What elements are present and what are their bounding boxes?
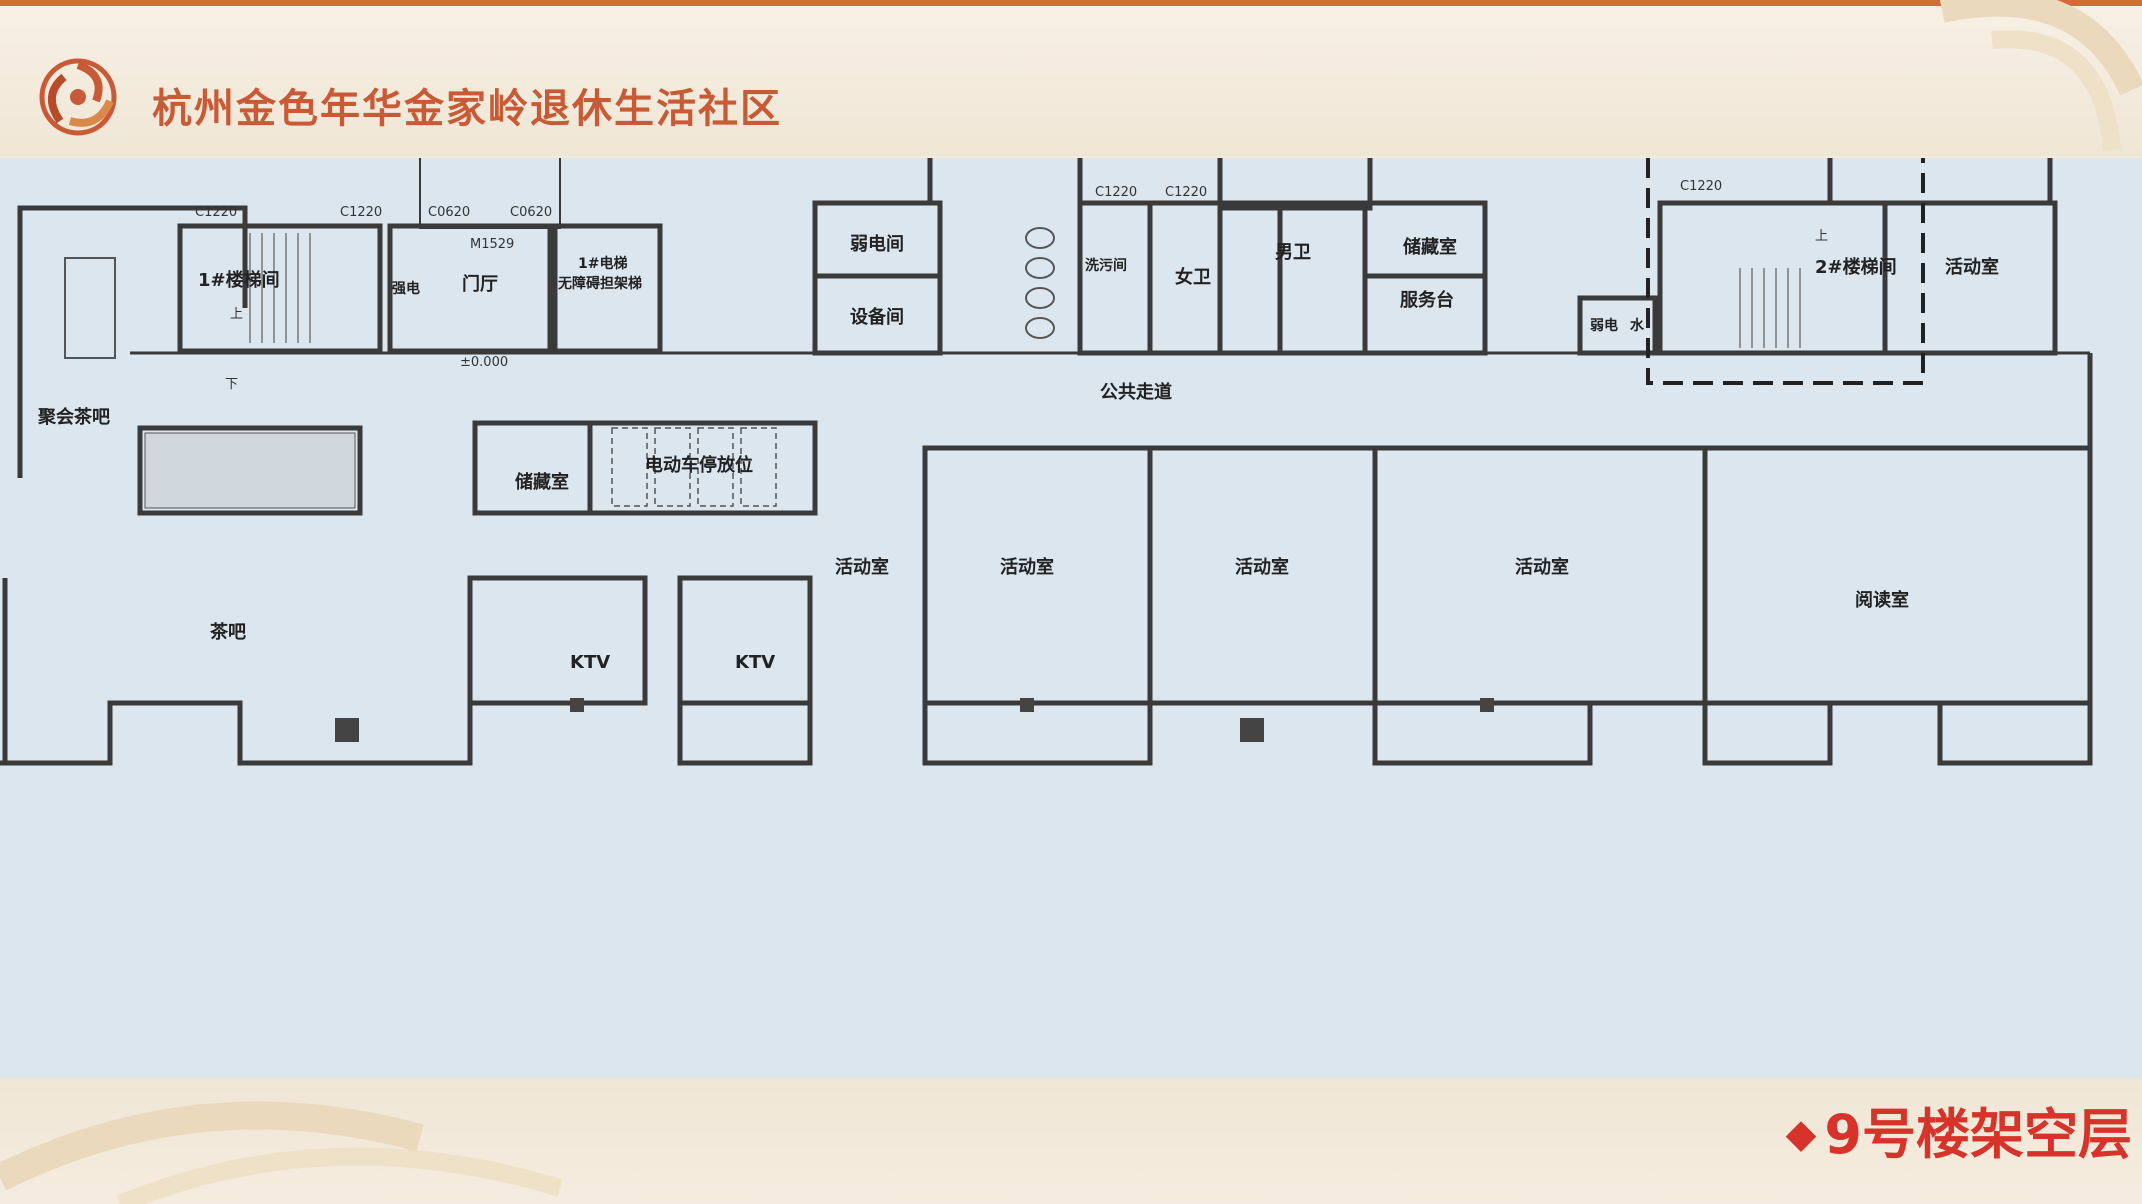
- label-womens-wc: 女卫: [1175, 266, 1211, 288]
- label-ebike: 电动车停放位: [645, 454, 753, 476]
- label-ktv1: KTV: [570, 652, 610, 673]
- label-ktv2: KTV: [735, 652, 775, 673]
- stair1-treads: [249, 233, 311, 343]
- label-mens-wc: 男卫: [1275, 242, 1311, 263]
- label-activity2: 活动室: [1000, 556, 1054, 578]
- structural-columns: [335, 698, 1494, 742]
- label-lobby: 门厅: [462, 273, 498, 295]
- floor-plan-drawing: 1#楼梯间 1#电梯 无障碍担架梯 门厅 强电 弱电间 设备间 洗污间 女卫 男…: [0, 158, 2093, 766]
- label-sewage: 洗污间: [1085, 257, 1127, 274]
- top-accent-bar: [0, 0, 2142, 6]
- floor-plan: 1#楼梯间 1#电梯 无障碍担架梯 门厅 强电 弱电间 设备间 洗污间 女卫 男…: [0, 158, 2142, 1078]
- plan-walls: [0, 158, 2093, 766]
- tag-c0620-a: C0620: [428, 205, 470, 220]
- floor-label: ◆9号楼架空层: [1786, 1090, 2132, 1169]
- label-activity3: 活动室: [1235, 556, 1289, 578]
- tag-c1220-c: C1220: [1095, 185, 1137, 200]
- label-storage-top: 储藏室: [1402, 236, 1457, 258]
- page-title: 杭州金色年华金家岭退休生活社区: [152, 85, 782, 132]
- label-storage-mid: 储藏室: [514, 471, 569, 493]
- ebike-slots: [611, 427, 777, 507]
- label-equipment: 设备间: [850, 306, 904, 328]
- label-weak-small: 弱电: [1590, 317, 1618, 334]
- label-strong-current: 强电: [392, 280, 420, 297]
- tag-c1220-b: C1220: [340, 205, 382, 220]
- label-activity-top-right: 活动室: [1945, 256, 1999, 278]
- diamond-bullet-icon: ◆: [1785, 1111, 1817, 1157]
- tag-c1220-d: C1220: [1165, 185, 1207, 200]
- slide-header: [0, 6, 2142, 156]
- label-elevator1-line2: 无障碍担架梯: [557, 275, 642, 292]
- tag-level: ±0.000: [460, 355, 508, 370]
- tag-c0620-b: C0620: [510, 205, 552, 220]
- label-stair1: 1#楼梯间: [198, 269, 280, 291]
- label-tea-bar: 茶吧: [210, 621, 246, 643]
- label-activity4: 活动室: [1515, 556, 1569, 578]
- slide-footer: [0, 1078, 2142, 1204]
- hatched-ramp: [144, 432, 356, 509]
- tag-m1529: M1529: [470, 237, 514, 252]
- floor-label-text: 9号楼架空层: [1824, 1103, 2132, 1166]
- tag-up2: 上: [1815, 229, 1828, 244]
- label-party-tea: 聚会茶吧: [37, 406, 110, 428]
- label-corridor: 公共走道: [1100, 381, 1172, 403]
- tag-c1220-a: C1220: [195, 205, 237, 220]
- label-reading: 阅读室: [1855, 589, 1909, 611]
- tag-c1220-e: C1220: [1680, 179, 1722, 194]
- swirl-decoration-bottom: [0, 1101, 563, 1204]
- dining-furniture: [64, 227, 1055, 359]
- stair2-boundary: [1646, 158, 1925, 385]
- stair2-treads: [1739, 268, 1801, 348]
- swirl-logo-icon: [39, 58, 117, 136]
- label-water-small: 水: [1630, 317, 1645, 334]
- label-stair2: 2#楼梯间: [1815, 256, 1897, 278]
- label-elevator1-line1: 1#电梯: [578, 255, 627, 272]
- tag-up1: 上: [230, 307, 243, 322]
- label-service-desk: 服务台: [1400, 289, 1454, 311]
- tag-down1: 下: [225, 377, 238, 392]
- label-weak-current: 弱电间: [850, 233, 904, 255]
- label-activity1: 活动室: [835, 556, 889, 578]
- swirl-decoration-top: [1939, 0, 2142, 151]
